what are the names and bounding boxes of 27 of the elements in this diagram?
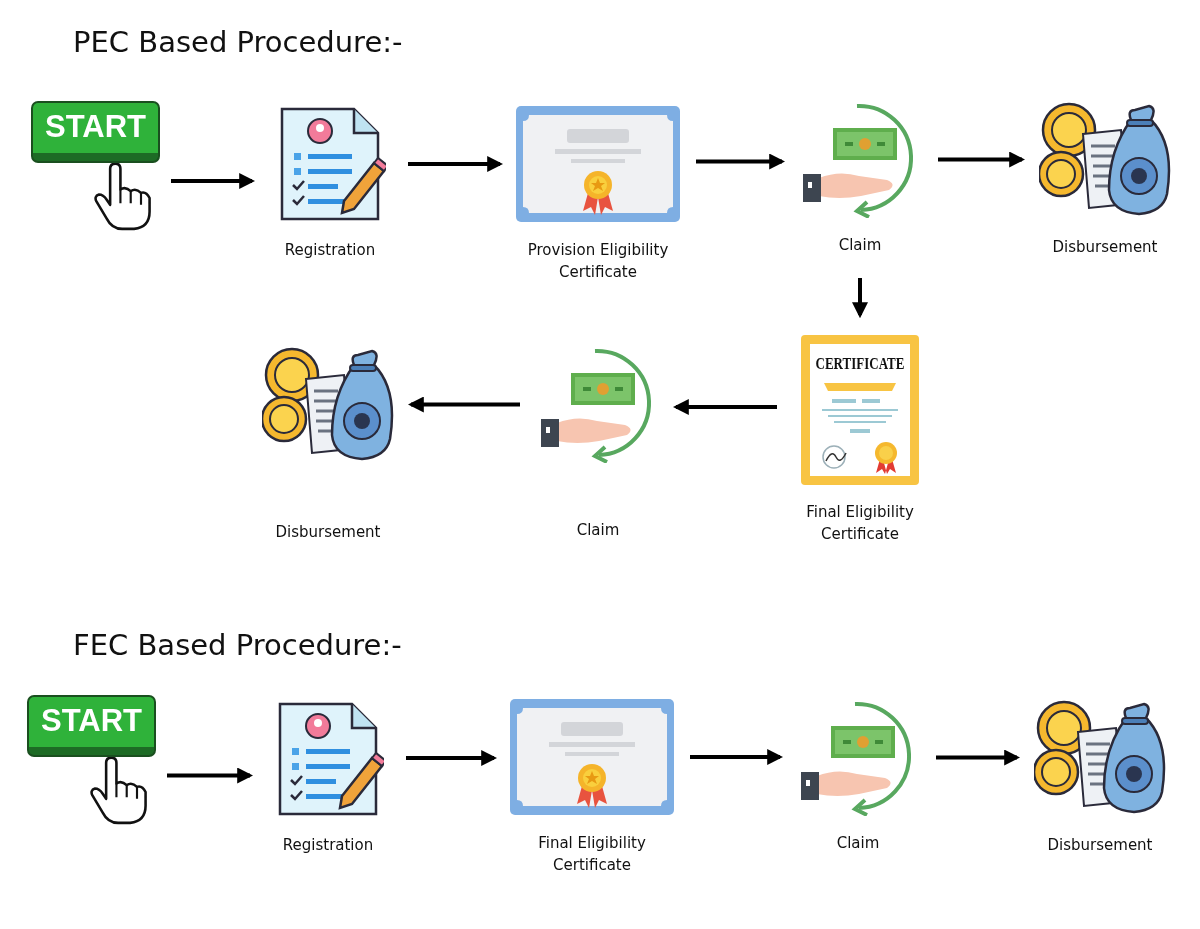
certificate-heading: CERTIFICATE bbox=[814, 353, 906, 375]
arrow bbox=[407, 396, 520, 413]
step-label: Provision Eligibility Certificate bbox=[526, 240, 670, 283]
arrow bbox=[406, 750, 498, 766]
arrow bbox=[696, 153, 786, 170]
start-button: START bbox=[29, 697, 154, 755]
section-heading: FEC Based Procedure:- bbox=[73, 628, 402, 662]
step-label: Claim bbox=[576, 520, 620, 541]
step-label: Final Eligibility Certificate bbox=[537, 833, 647, 876]
step-label: Disbursement bbox=[275, 522, 381, 543]
step-label: Registration bbox=[282, 835, 374, 856]
arrow bbox=[167, 767, 254, 784]
arrow bbox=[936, 749, 1021, 766]
arrow bbox=[171, 173, 256, 189]
step-label: Disbursement bbox=[1047, 835, 1153, 856]
step-label: Disbursement bbox=[1052, 237, 1158, 258]
arrow bbox=[408, 156, 504, 172]
arrow bbox=[690, 749, 784, 765]
step-label: Final Eligibility Certificate bbox=[805, 502, 915, 545]
section-heading: PEC Based Procedure:- bbox=[73, 25, 403, 59]
step-label: Registration bbox=[284, 240, 376, 261]
arrow bbox=[938, 151, 1026, 168]
arrow bbox=[672, 399, 777, 415]
start-button: START bbox=[33, 103, 158, 161]
arrow bbox=[852, 278, 868, 319]
step-label: Claim bbox=[836, 833, 880, 854]
step-label: Claim bbox=[838, 235, 882, 256]
